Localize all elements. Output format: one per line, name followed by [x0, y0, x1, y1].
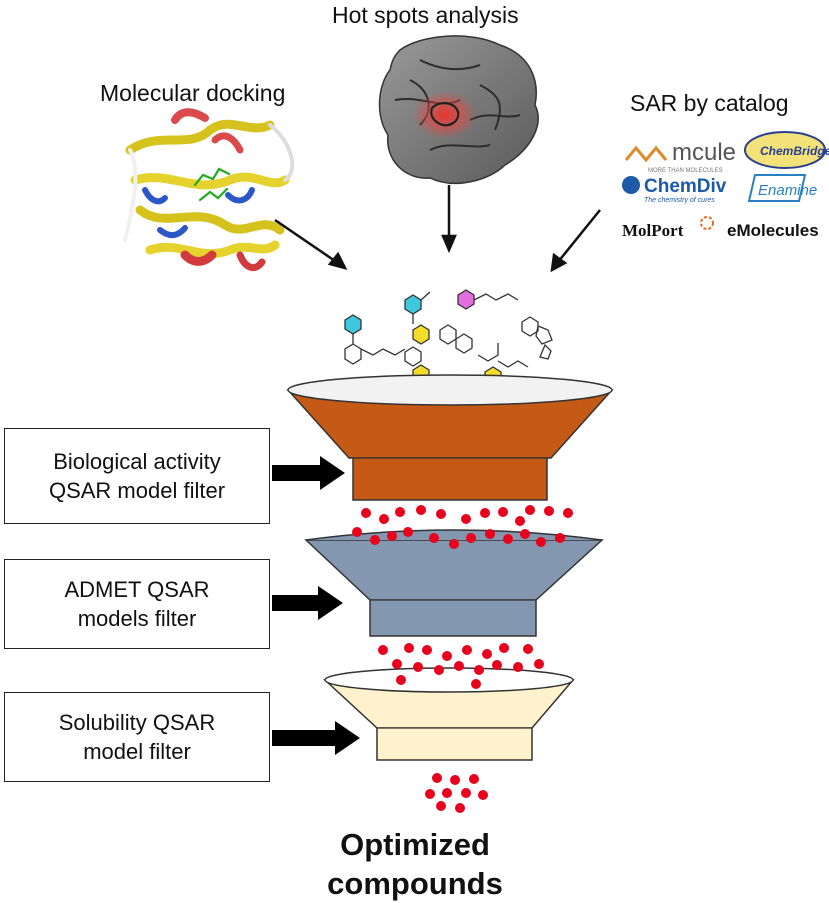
filter-box-biological-line1: Biological activity [53, 449, 221, 474]
filter-box-admet-line2: models filter [77, 606, 197, 631]
enamine-logo-text: Enamine [758, 182, 817, 199]
emolecules-logo-text: eMolecules [727, 221, 819, 240]
output-line2: compounds [327, 866, 503, 901]
mcule-tagline: MORE THAN MOLECULES [648, 168, 723, 174]
mcule-logo-mark [624, 145, 668, 163]
compound-dots [352, 505, 573, 813]
optimized-compounds-label: Optimized compounds [300, 825, 530, 903]
vendor-logos [624, 145, 668, 163]
docking-arrow [274, 218, 339, 265]
docking-protein-image [123, 108, 295, 272]
protein-surface-image [378, 35, 539, 185]
arrow-filter-2 [272, 586, 343, 620]
molport-logo-mark [700, 216, 714, 230]
filter-box-biological: Biological activity QSAR model filter [4, 428, 270, 524]
funnel-admet [304, 529, 604, 637]
chemdiv-logo-text: ChemDiv [644, 176, 727, 197]
chembridge-logo-text: ChemBridge [760, 144, 829, 158]
filter-box-admet-line1: ADMET QSAR [64, 577, 210, 602]
sar-label: SAR by catalog [630, 90, 789, 116]
chemdiv-tagline: The chemistry of cures [644, 197, 715, 204]
arrow-filter-3 [272, 721, 360, 755]
docking-label: Molecular docking [100, 80, 286, 106]
funnel-solubility [323, 667, 575, 761]
mcule-logo-text: mcule [672, 139, 736, 166]
filter-arrows [272, 456, 360, 755]
arrow-filter-1 [272, 456, 345, 490]
hotspots-label: Hot spots analysis [332, 2, 519, 28]
filter-box-solubility-line1: Solubility QSAR [58, 710, 216, 735]
sar-arrow [557, 209, 601, 263]
filter-box-solubility: Solubility QSAR model filter [4, 692, 270, 782]
enamine-logo-mark [747, 174, 807, 202]
output-line1: Optimized [340, 827, 490, 862]
source-arrows [274, 185, 601, 273]
chembridge-logo-mark [744, 131, 826, 169]
chemdiv-logo-mark [622, 176, 640, 194]
filter-box-biological-line2: QSAR model filter [48, 478, 226, 503]
filter-box-solubility-line2: model filter [83, 739, 191, 764]
molport-logo-text: MolPort [622, 221, 684, 240]
filter-box-admet: ADMET QSAR models filter [4, 559, 270, 649]
funnel-biological-activity [286, 374, 614, 501]
